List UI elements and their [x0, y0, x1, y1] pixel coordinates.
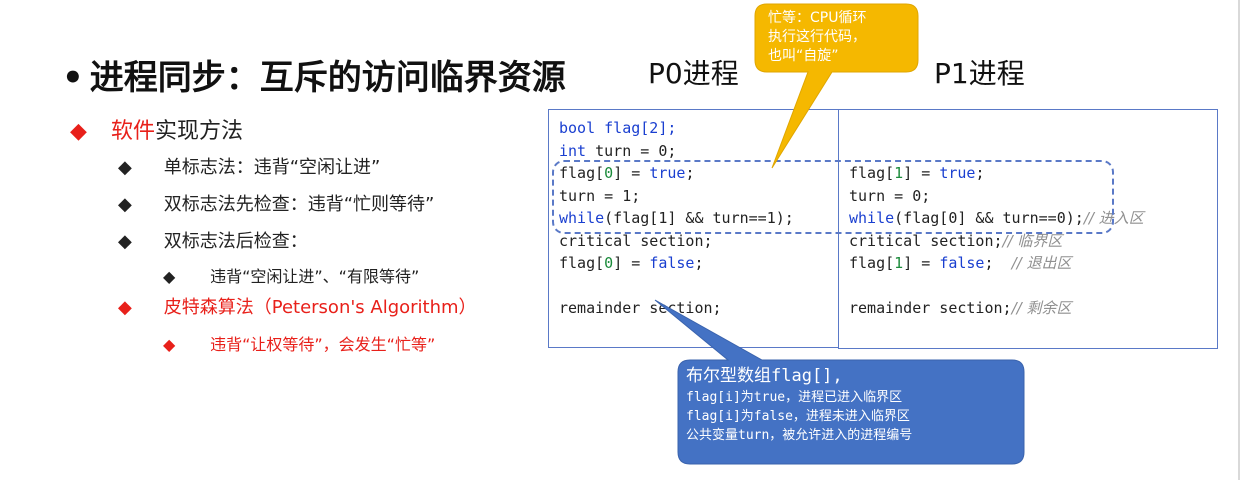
- p0-code-box: [548, 109, 840, 348]
- callout-line: 公共变量turn，被允许进入的进程编号: [686, 428, 913, 443]
- p1-label: P1进程: [934, 57, 1025, 90]
- bullet-item-2: ◆ 双标志法先检查：违背“忙则等待”: [118, 190, 434, 216]
- callout-line: 也叫“自旋”: [768, 48, 839, 64]
- bullet-peterson-sub: ◆ 违背“让权等待”，会发生“忙等”: [163, 331, 435, 355]
- diamond-icon: ◆: [118, 231, 132, 252]
- bullet-software-method: ◆ 软件实现方法: [70, 113, 243, 145]
- callout-line: flag[i]为true，进程已进入临界区: [686, 390, 903, 405]
- bullet-item-text: 双标志法后检查：: [163, 231, 308, 252]
- code-line: bool flag[2];: [559, 119, 677, 137]
- orange-callout-text: 忙等：CPU循环 执行这行代码， 也叫“自旋”: [768, 9, 866, 66]
- bullet-peterson: ◆ 皮特森算法（Peterson's Algorithm）: [118, 293, 477, 319]
- callout-line: flag[i]为false，进程未进入临界区: [686, 409, 910, 424]
- code-line: flag[0] = true;: [559, 164, 695, 182]
- code-line: turn = 0;: [849, 186, 931, 205]
- diamond-icon: ◆: [118, 194, 132, 215]
- diamond-icon: ◆: [163, 335, 176, 354]
- peterson-text: 皮特森算法（Peterson's Algorithm）: [163, 297, 477, 318]
- blue-callout-shape: [654, 299, 1025, 465]
- bullet-item-3: ◆ 双标志法后检查：: [118, 227, 308, 253]
- code-line: while(flag[1] && turn==1);: [559, 209, 794, 227]
- title-text: 进程同步：互斥的访问临界资源: [89, 58, 566, 98]
- entry-section-highlight: [552, 160, 1114, 234]
- code-line: critical section;: [559, 231, 713, 250]
- code-line: remainder section;// 剩余区: [849, 299, 1072, 317]
- diamond-icon: ◆: [70, 119, 87, 144]
- bullet-item-text: 双标志法先检查：违背“忙则等待”: [163, 194, 435, 215]
- slide-border: [1238, 0, 1240, 480]
- callout-line: 执行这行代码，: [768, 29, 866, 45]
- slide-title: •进程同步：互斥的访问临界资源: [62, 50, 566, 99]
- diamond-icon: ◆: [163, 267, 176, 286]
- code-line: flag[1] = false; // 退出区: [849, 254, 1072, 272]
- p0-label: P0进程: [648, 57, 739, 90]
- callout-line: 布尔型数组flag[],: [686, 366, 843, 386]
- method-word: 实现方法: [155, 119, 244, 144]
- diamond-icon: ◆: [118, 157, 132, 178]
- code-line: critical section;// 临界区: [849, 231, 1063, 250]
- code-line: turn = 1;: [559, 186, 641, 205]
- code-line: remainder section;: [559, 299, 722, 317]
- code-line: flag[0] = false;: [559, 254, 704, 272]
- peterson-sub-text: 违背“让权等待”，会发生“忙等”: [210, 335, 436, 354]
- software-word: 软件: [111, 119, 156, 144]
- p0-code: bool flag[2]; int turn = 0; flag[0] = true…: [559, 117, 794, 320]
- orange-callout-shape: [754, 3, 919, 169]
- diamond-icon: ◆: [118, 297, 132, 318]
- title-bullet: •: [62, 58, 84, 98]
- blue-callout-text: 布尔型数组flag[], flag[i]为true，进程已进入临界区 flag[…: [686, 365, 912, 445]
- code-line: flag[1] = true;: [849, 164, 985, 182]
- callout-line: 忙等：CPU循环: [768, 10, 867, 26]
- bullet-subitem: ◆ 违背“空闲让进”、“有限等待”: [163, 263, 419, 287]
- code-line: int turn = 0;: [559, 141, 677, 160]
- bullet-item-text: 单标志法：违背“空闲让进”: [163, 157, 381, 178]
- p1-code: flag[1] = true; turn = 0; while(flag[0] &&…: [849, 162, 1144, 320]
- p1-code-box: [838, 109, 1218, 349]
- code-line: while(flag[0] && turn==0);// 进入区: [849, 209, 1144, 227]
- bullet-item-1: ◆ 单标志法：违背“空闲让进”: [118, 153, 380, 179]
- bullet-subitem-text: 违背“空闲让进”、“有限等待”: [210, 267, 420, 286]
